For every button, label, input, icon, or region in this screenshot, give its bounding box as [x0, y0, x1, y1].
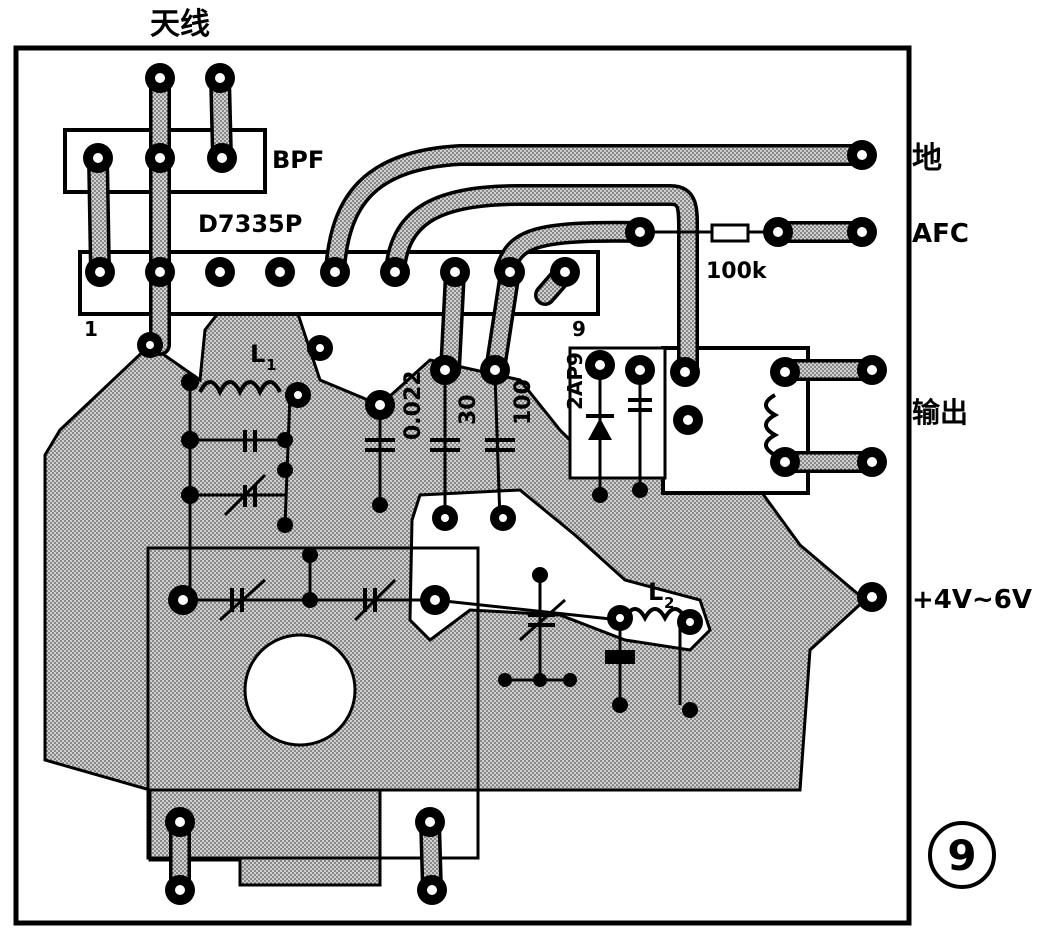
trimmer-arrows [219, 473, 566, 642]
afc-label: AFC [912, 219, 969, 249]
ground-tab [148, 788, 382, 887]
traces-fill [90, 70, 880, 898]
inductor-l2-subscript: 2 [664, 594, 674, 612]
antenna-label: 天线 [150, 7, 210, 42]
inductor-l1 [198, 380, 282, 397]
inductor-l1-subscript: 1 [266, 356, 276, 374]
cap-100-label: 100 [511, 379, 536, 425]
power-label: +4V~6V [912, 585, 1032, 615]
resistor-100k [710, 223, 750, 243]
figure-number-circle [928, 821, 996, 889]
mounting-hole [243, 633, 357, 747]
resistor-label: 100k [706, 259, 768, 284]
pin-last-label: 9 [572, 317, 586, 341]
diode-label: 2AP9 [563, 352, 587, 410]
inductor-l1-label: L [250, 340, 265, 368]
solder-dots [181, 373, 698, 718]
pin-first-label: 1 [84, 317, 98, 341]
pads [83, 63, 887, 905]
diode-2ap9 [588, 418, 612, 440]
figure-number: 9 [947, 831, 976, 880]
output-coil [764, 393, 780, 457]
inductor-l2 [623, 607, 687, 623]
ic-label: D7335P [198, 210, 302, 238]
board-outline [13, 45, 912, 926]
varactor-diode [605, 650, 635, 664]
cap-30-label: 30 [456, 394, 481, 425]
cap-0022-label: 0.022 [401, 370, 426, 440]
bpf-label: BPF [272, 146, 324, 174]
ground-label: 地 [912, 141, 942, 176]
output-label: 输出 [912, 396, 968, 429]
inductor-l2-label: L [648, 578, 663, 606]
